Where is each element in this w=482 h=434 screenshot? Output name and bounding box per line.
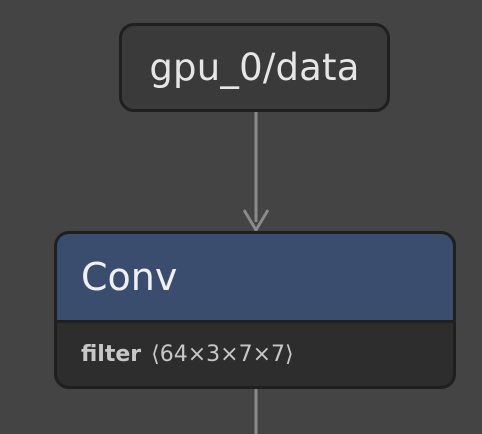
attribute-name-filter: filter <box>81 342 142 367</box>
conv-node[interactable]: Conv filter ⟨64×3×7×7⟩ <box>54 231 456 389</box>
input-node-gpu-data[interactable]: gpu_0/data <box>119 23 390 112</box>
conv-node-header[interactable]: Conv <box>57 234 453 320</box>
conv-node-attributes[interactable]: filter ⟨64×3×7×7⟩ <box>57 323 453 386</box>
edge-arrowhead <box>242 209 270 233</box>
attribute-value-filter: ⟨64×3×7×7⟩ <box>151 342 294 367</box>
conv-node-divider <box>57 320 453 323</box>
input-node-label: gpu_0/data <box>149 46 360 89</box>
conv-node-title: Conv <box>81 255 178 299</box>
